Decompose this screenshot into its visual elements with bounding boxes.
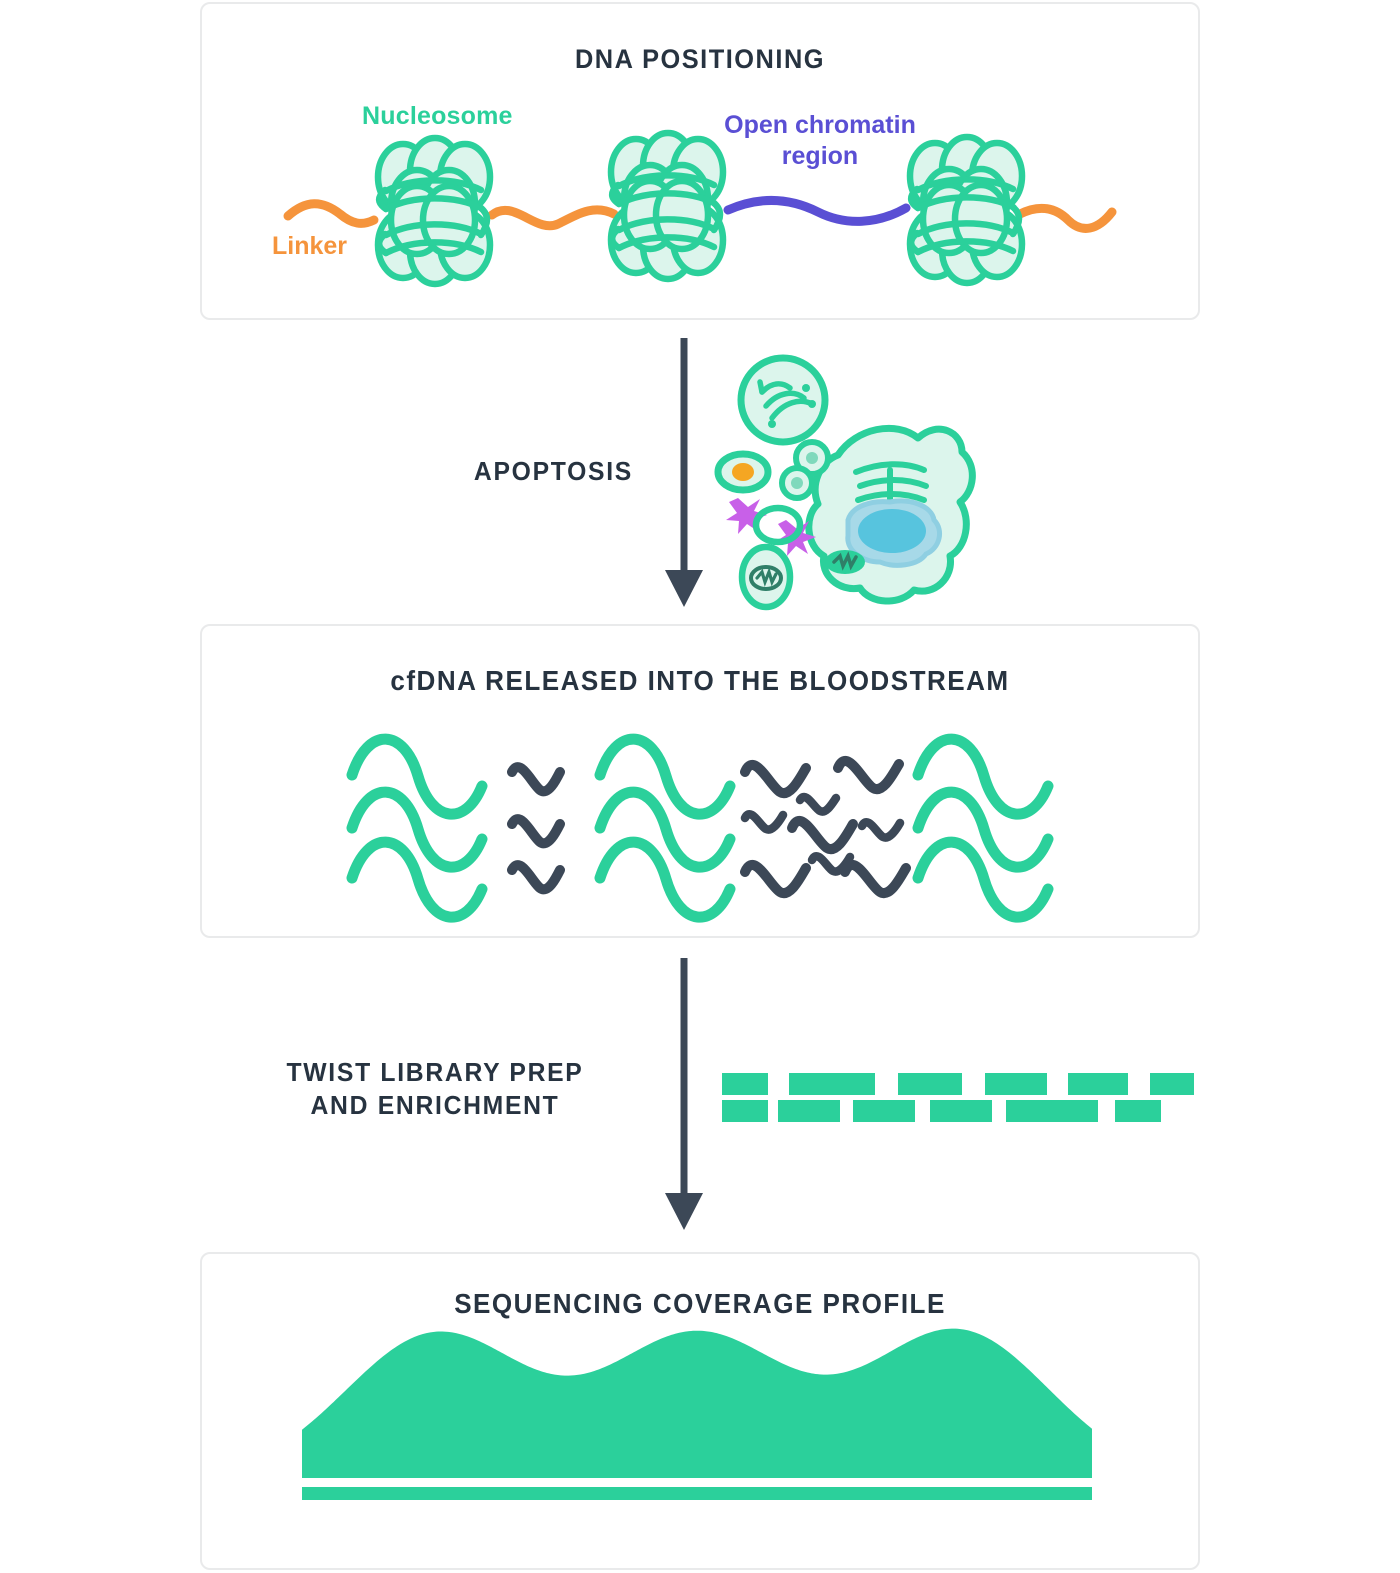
library-read-bar: [722, 1100, 768, 1122]
apoptotic-cell-illustration: [714, 354, 976, 611]
chromatin-star-2: [775, 520, 816, 556]
library-prep-read-bars: [722, 1073, 1194, 1122]
nucleus-membrane: [845, 498, 943, 568]
vesicle-cargo-dot: [732, 463, 754, 481]
mitochondrion-cristae-2: [755, 567, 778, 587]
vesicle-with-star: [752, 504, 804, 546]
library-read-bar: [930, 1100, 992, 1122]
library-read-bar: [898, 1073, 962, 1095]
step-label-library-prep-line2: AND ENRICHMENT: [310, 1090, 560, 1121]
label-open-chromatin-region: Open chromatin region: [712, 110, 928, 171]
endoplasmic-reticulum: [853, 461, 929, 503]
apoptotic-body-large: [737, 354, 829, 446]
chromatin-star-1: [726, 498, 767, 534]
apoptotic-body-dot-2: [808, 400, 816, 408]
vesicle-small-1: [793, 439, 831, 477]
apoptotic-body-dot-3: [768, 420, 776, 428]
step-label-apoptosis: APOPTOSIS: [473, 456, 633, 486]
panel-dna-positioning-title: DNA POSITIONING: [574, 44, 826, 74]
library-read-bar: [1115, 1100, 1161, 1122]
cell-body: [805, 424, 976, 605]
mitochondrion-cristae: [832, 551, 858, 571]
apoptotic-body-dot-1: [802, 384, 810, 392]
arrow-library-prep: [665, 958, 703, 1230]
label-open-chromatin-line1: Open chromatin: [724, 111, 916, 139]
step-label-library-prep: TWIST LIBRARY PREP AND ENRICHMENT: [231, 1056, 640, 1123]
label-linker: Linker: [272, 232, 348, 260]
library-read-bar: [853, 1100, 915, 1122]
apoptotic-body-er: [757, 379, 815, 421]
library-read-bar: [722, 1073, 768, 1095]
vesicle-small-2-core: [791, 477, 803, 489]
vesicle-small-1-core: [806, 452, 818, 464]
label-open-chromatin-line2: region: [781, 141, 859, 170]
mitochondrion-inner: [825, 550, 865, 574]
arrow-apoptosis: [665, 338, 703, 607]
mitochondrion-outer: [749, 565, 783, 591]
panel-sequencing-coverage-title: SEQUENCING COVERAGE PROFILE: [454, 1288, 946, 1319]
library-read-bar: [985, 1073, 1047, 1095]
vesicle-small-2: [779, 465, 815, 501]
panel-cfdna-released-title: cfDNA RELEASED INTO THE BLOODSTREAM: [390, 665, 1010, 696]
library-read-bar: [789, 1073, 875, 1095]
library-read-bar: [1068, 1073, 1128, 1095]
label-nucleosome: Nucleosome: [362, 102, 513, 130]
step-label-library-prep-line1: TWIST LIBRARY PREP: [286, 1057, 584, 1087]
library-read-bar: [778, 1100, 840, 1122]
library-read-bar: [1150, 1073, 1194, 1095]
nucleus-core: [858, 509, 926, 553]
library-read-bar: [1006, 1100, 1098, 1122]
vesicle-orange-cargo: [714, 450, 772, 494]
vesicle-with-mitochondrion: [738, 543, 794, 611]
